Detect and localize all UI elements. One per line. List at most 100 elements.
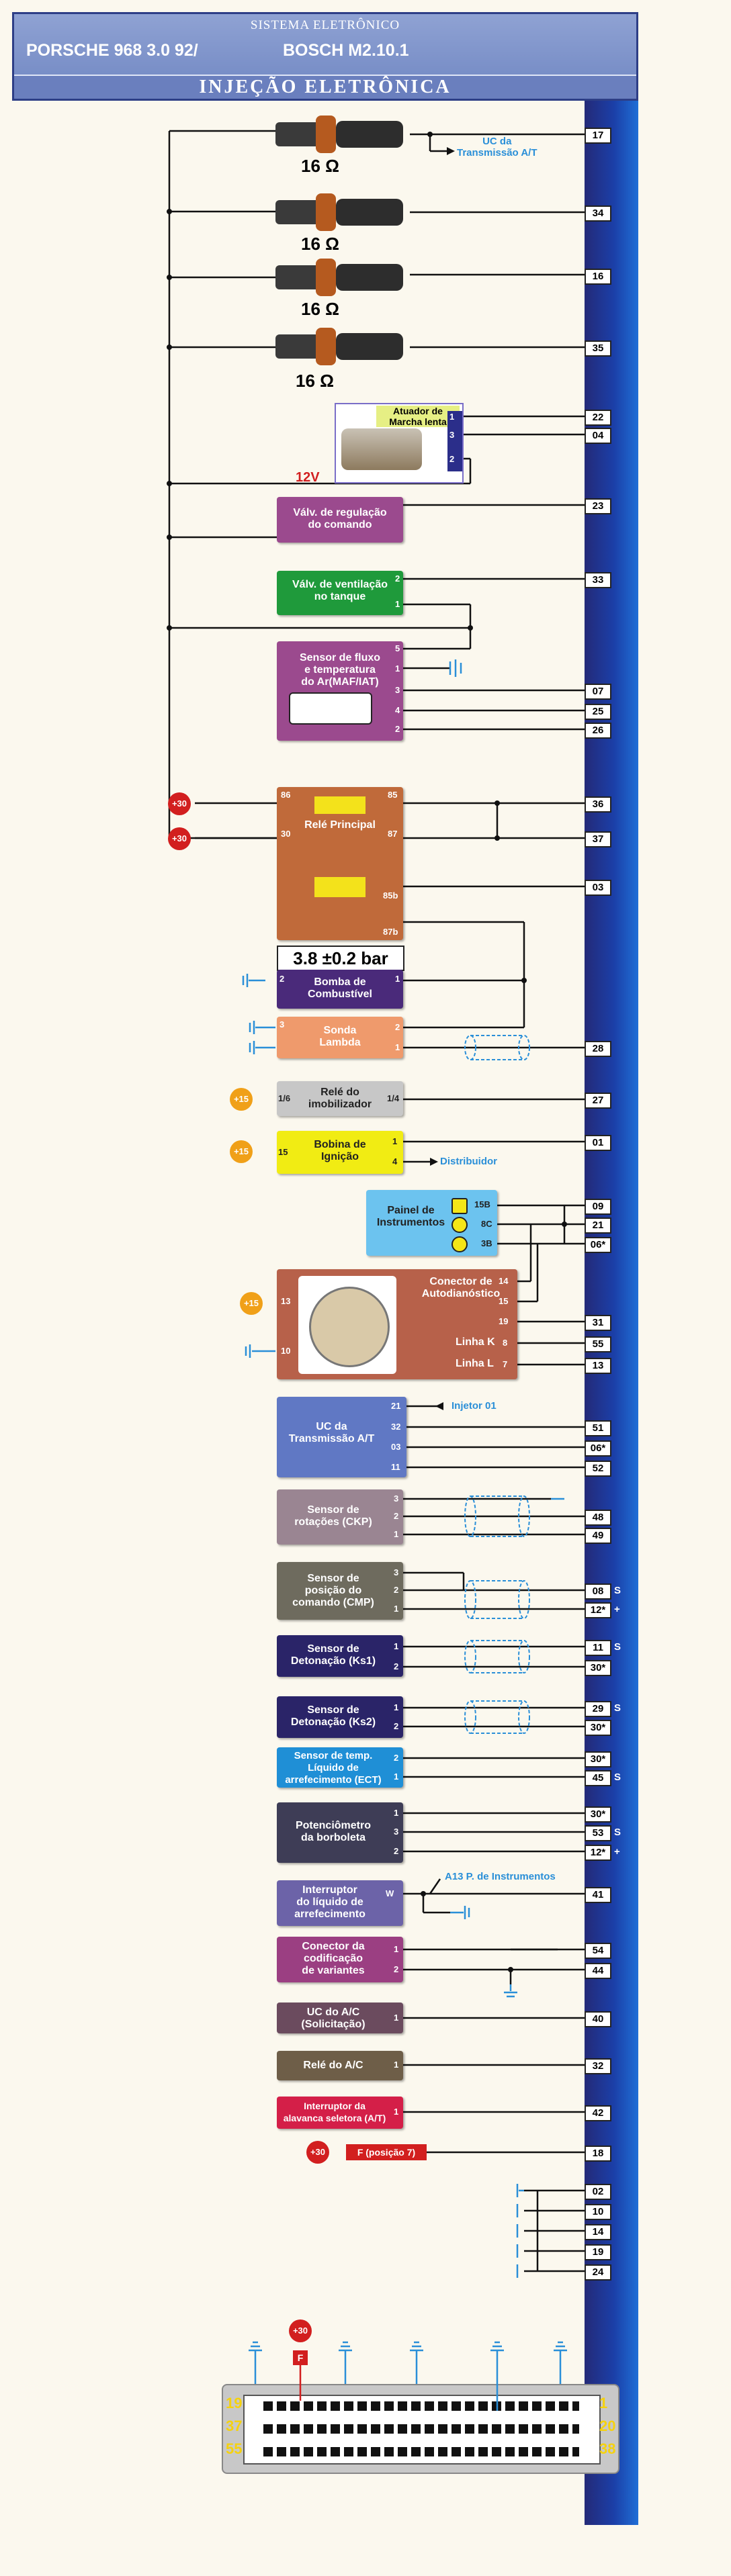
ecu-pin: 36 <box>585 796 611 813</box>
ckp-pin-3: 3 <box>394 1493 399 1504</box>
ecu-pin: 35 <box>585 340 611 357</box>
diag-pin-13: 13 <box>281 1296 291 1306</box>
ecu-pin: 26 <box>585 723 611 739</box>
ecu-pin: 23 <box>585 498 611 514</box>
atuador-label: Atuador de Marcha lenta <box>376 406 460 427</box>
bobina-pin-15: 15 <box>278 1147 288 1157</box>
ecu-pin: 55 <box>585 1336 611 1352</box>
uc-at-pin-11: 11 <box>391 1462 400 1472</box>
ecu-pin: 22 <box>585 410 611 426</box>
sonda-pin-1: 1 <box>395 1042 400 1052</box>
injector-1 <box>275 116 410 153</box>
maf-pin-1: 1 <box>395 663 400 674</box>
ecu-pin: 30* <box>585 1751 611 1767</box>
ks1-pin-2: 2 <box>394 1661 399 1671</box>
ecu-pin: 53 <box>585 1825 611 1841</box>
painel-pin-8c: 8C <box>481 1219 492 1229</box>
rele-ac-pin-1: 1 <box>394 2060 399 2070</box>
ecu-pin: 45 <box>585 1770 611 1786</box>
relay-coil-2 <box>314 877 366 897</box>
header-subtitle: SISTEMA ELETRÔNICO <box>250 18 400 32</box>
linha-k-label: Linha K <box>456 1336 495 1348</box>
maf-pin-3: 3 <box>395 685 400 695</box>
sensor-ckp: Sensor de rotações (CKP) <box>277 1489 403 1545</box>
ecu-pin: 09 <box>585 1199 611 1215</box>
maf-connector-icon <box>289 692 372 725</box>
ecu-pin: 06* <box>585 1237 611 1253</box>
tps-label: Potenciômetro da borboleta <box>295 1820 371 1843</box>
ecu-pin: 48 <box>585 1510 611 1526</box>
valv-ventilacao: Válv. de ventilação no tanque <box>277 571 403 615</box>
maf-pin-2: 2 <box>395 724 400 734</box>
diag-label: Conector de Autodianóstico <box>421 1276 501 1299</box>
ecu-pin: 14 <box>585 2224 611 2240</box>
ecu-pin: 02 <box>585 2184 611 2200</box>
sensor-ks1: Sensor de Detonação (Ks1) <box>277 1635 403 1677</box>
ecu-pin: 12* <box>585 1602 611 1618</box>
cmp-pin-2: 2 <box>394 1585 399 1595</box>
ecu-pin: 30* <box>585 1806 611 1823</box>
conn-label-55: 55 <box>226 2440 243 2457</box>
maf-pin-4: 4 <box>395 705 400 715</box>
ecu-pin: 07 <box>585 684 611 700</box>
imob-pin-1-4: 1/4 <box>387 1093 400 1103</box>
check-engine-icon <box>452 1198 468 1214</box>
ks1-label: Sensor de Detonação (Ks1) <box>290 1643 376 1667</box>
sonda-pin-2: 2 <box>395 1022 400 1032</box>
ecu-pin-extra: S <box>614 1827 621 1838</box>
ecu-pin: 54 <box>585 1943 611 1959</box>
tps-pin-3: 3 <box>394 1827 399 1837</box>
ecu-pin: 08 <box>585 1583 611 1600</box>
ecu-pin: 28 <box>585 1041 611 1057</box>
ecu-pin: 10 <box>585 2204 611 2220</box>
rele-pin-87: 87 <box>388 829 398 839</box>
ecu-pin: 24 <box>585 2264 611 2281</box>
painel-instrumentos: Painel de Instrumentos <box>366 1190 497 1256</box>
bomba-combustivel: Bomba de Combustível <box>277 970 403 1009</box>
oil-icon <box>452 1236 468 1252</box>
ecu-pin: 25 <box>585 704 611 720</box>
uc-transmissao-label: UC da Transmissão A/T <box>457 136 538 158</box>
diag-pin-8: 8 <box>503 1338 508 1348</box>
conn-label-37: 37 <box>226 2418 243 2434</box>
ecu-pin: 21 <box>585 1217 611 1234</box>
sonda-lambda: Sonda Lambda <box>277 1017 403 1058</box>
atuador-pin-2: 2 <box>449 454 455 464</box>
linha-l-label: Linha L <box>456 1358 494 1369</box>
injector-3 <box>275 259 410 296</box>
plus30-badge-4: +30 <box>289 2319 312 2342</box>
conn-label-1: 1 <box>599 2395 608 2411</box>
ckp-label: Sensor de rotações (CKP) <box>294 1504 372 1528</box>
ecu-pin: 01 <box>585 1135 611 1151</box>
ckp-pin-2: 2 <box>394 1511 399 1521</box>
cmp-label: Sensor de posição do comando (CMP) <box>292 1573 374 1608</box>
ecu-pin: 19 <box>585 2244 611 2260</box>
plus30-badge-1: +30 <box>168 792 191 815</box>
valv-vent-pin-1: 1 <box>395 599 400 609</box>
cmp-pin-1: 1 <box>394 1604 399 1614</box>
atuador-pin-1: 1 <box>449 412 455 422</box>
rele-pin-86: 86 <box>281 790 291 800</box>
ecu-pin: 33 <box>585 572 611 588</box>
sensor-ks2: Sensor de Detonação (Ks2) <box>277 1696 403 1738</box>
ks1-pin-1: 1 <box>394 1641 399 1651</box>
bobina-ignicao: Bobina de Ignição <box>277 1131 403 1174</box>
alavanca-label: Interruptor da alavanca seletora (A/T) <box>283 2101 386 2123</box>
ks2-label: Sensor de Detonação (Ks2) <box>290 1704 376 1728</box>
rele-principal: Relé Principal <box>277 787 403 940</box>
plus15-badge-3: +15 <box>240 1292 263 1315</box>
ecu-pin: 13 <box>585 1358 611 1374</box>
ecu-pin: 16 <box>585 269 611 285</box>
fuse-f-posicao: F (posição 7) <box>346 2144 427 2160</box>
atuador-marcha-lenta: Atuador de Marcha lenta <box>335 403 464 484</box>
sensor-ect: Sensor de temp. Líquido de arrefecimento… <box>277 1747 403 1788</box>
bobina-label: Bobina de Ignição <box>314 1139 366 1162</box>
bobina-pin-4: 4 <box>392 1156 398 1166</box>
header-band: INJEÇÃO ELETRÔNICA <box>14 75 636 99</box>
ecu-pin: 44 <box>585 1963 611 1979</box>
ecu-pin: 41 <box>585 1887 611 1903</box>
ecu-pin: 18 <box>585 2146 611 2162</box>
ect-label: Sensor de temp. Líquido de arrefecimento… <box>285 1750 382 1786</box>
ecu-pin: 11 <box>585 1640 611 1656</box>
